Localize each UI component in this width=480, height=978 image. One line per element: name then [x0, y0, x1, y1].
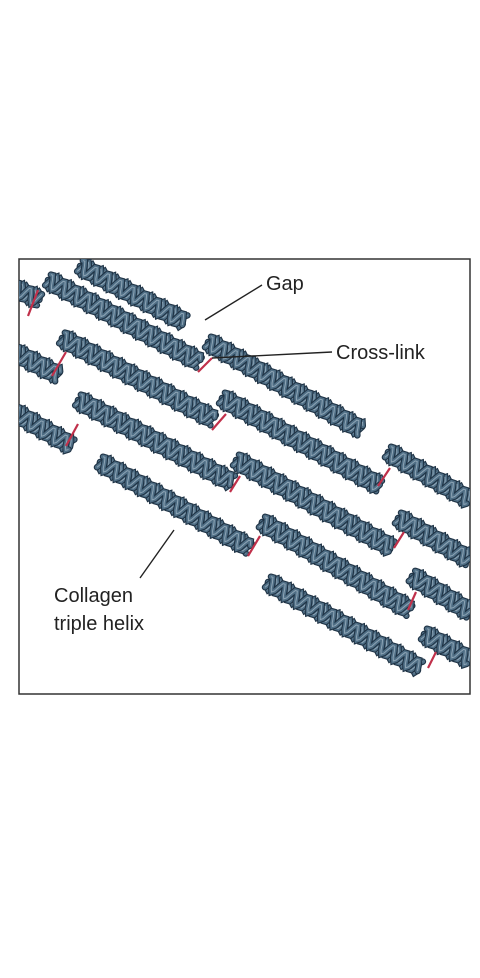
- cross-link-11: [427, 651, 437, 669]
- collagen-helix-3: [41, 271, 205, 371]
- collagen-helix-10: [71, 391, 239, 492]
- collagen-helix-13: [93, 453, 255, 557]
- cross-link-10: [406, 591, 418, 611]
- cross-link-1: [26, 289, 40, 317]
- cross-link-2: [51, 351, 67, 377]
- collagen-helix-12: [391, 509, 470, 569]
- collagen-helix-5: [19, 343, 64, 385]
- collagen-helix-11: [229, 451, 398, 557]
- cross-link-5: [211, 413, 227, 431]
- collagen-helix-4: [201, 333, 367, 439]
- diagram-frame: [18, 258, 471, 695]
- cross-link-3: [65, 423, 79, 447]
- collagen-leader-line: [139, 529, 175, 579]
- cross-link-8: [377, 467, 391, 487]
- collagen-helix-17: [417, 625, 470, 670]
- cross-link-9: [393, 531, 405, 549]
- collagen-helix-7: [215, 389, 386, 495]
- gap-label: Gap: [266, 273, 304, 295]
- collagen-helix-9: [19, 403, 78, 455]
- gap-leader-line: [204, 284, 263, 321]
- collagen-label-line2: triple helix: [54, 613, 145, 635]
- leader-lines: [139, 284, 333, 579]
- collagen-helix-6: [55, 329, 220, 429]
- collagen-helix-14: [255, 513, 416, 620]
- cross-link-4: [197, 357, 213, 373]
- collagen-helix-15: [405, 567, 470, 621]
- cross-link-leader-line: [211, 351, 333, 359]
- cross-link-label: Cross-link: [336, 342, 425, 364]
- collagen-helix-16: [261, 573, 427, 678]
- collagen-helix-8: [381, 443, 470, 509]
- helix-group: [19, 259, 470, 678]
- collagen-helix-1: [73, 259, 191, 332]
- cross-link-7: [247, 535, 261, 557]
- collagen-label-line1: Collagen: [54, 585, 133, 607]
- cross-link-group: [26, 289, 437, 669]
- cross-link-6: [229, 475, 241, 493]
